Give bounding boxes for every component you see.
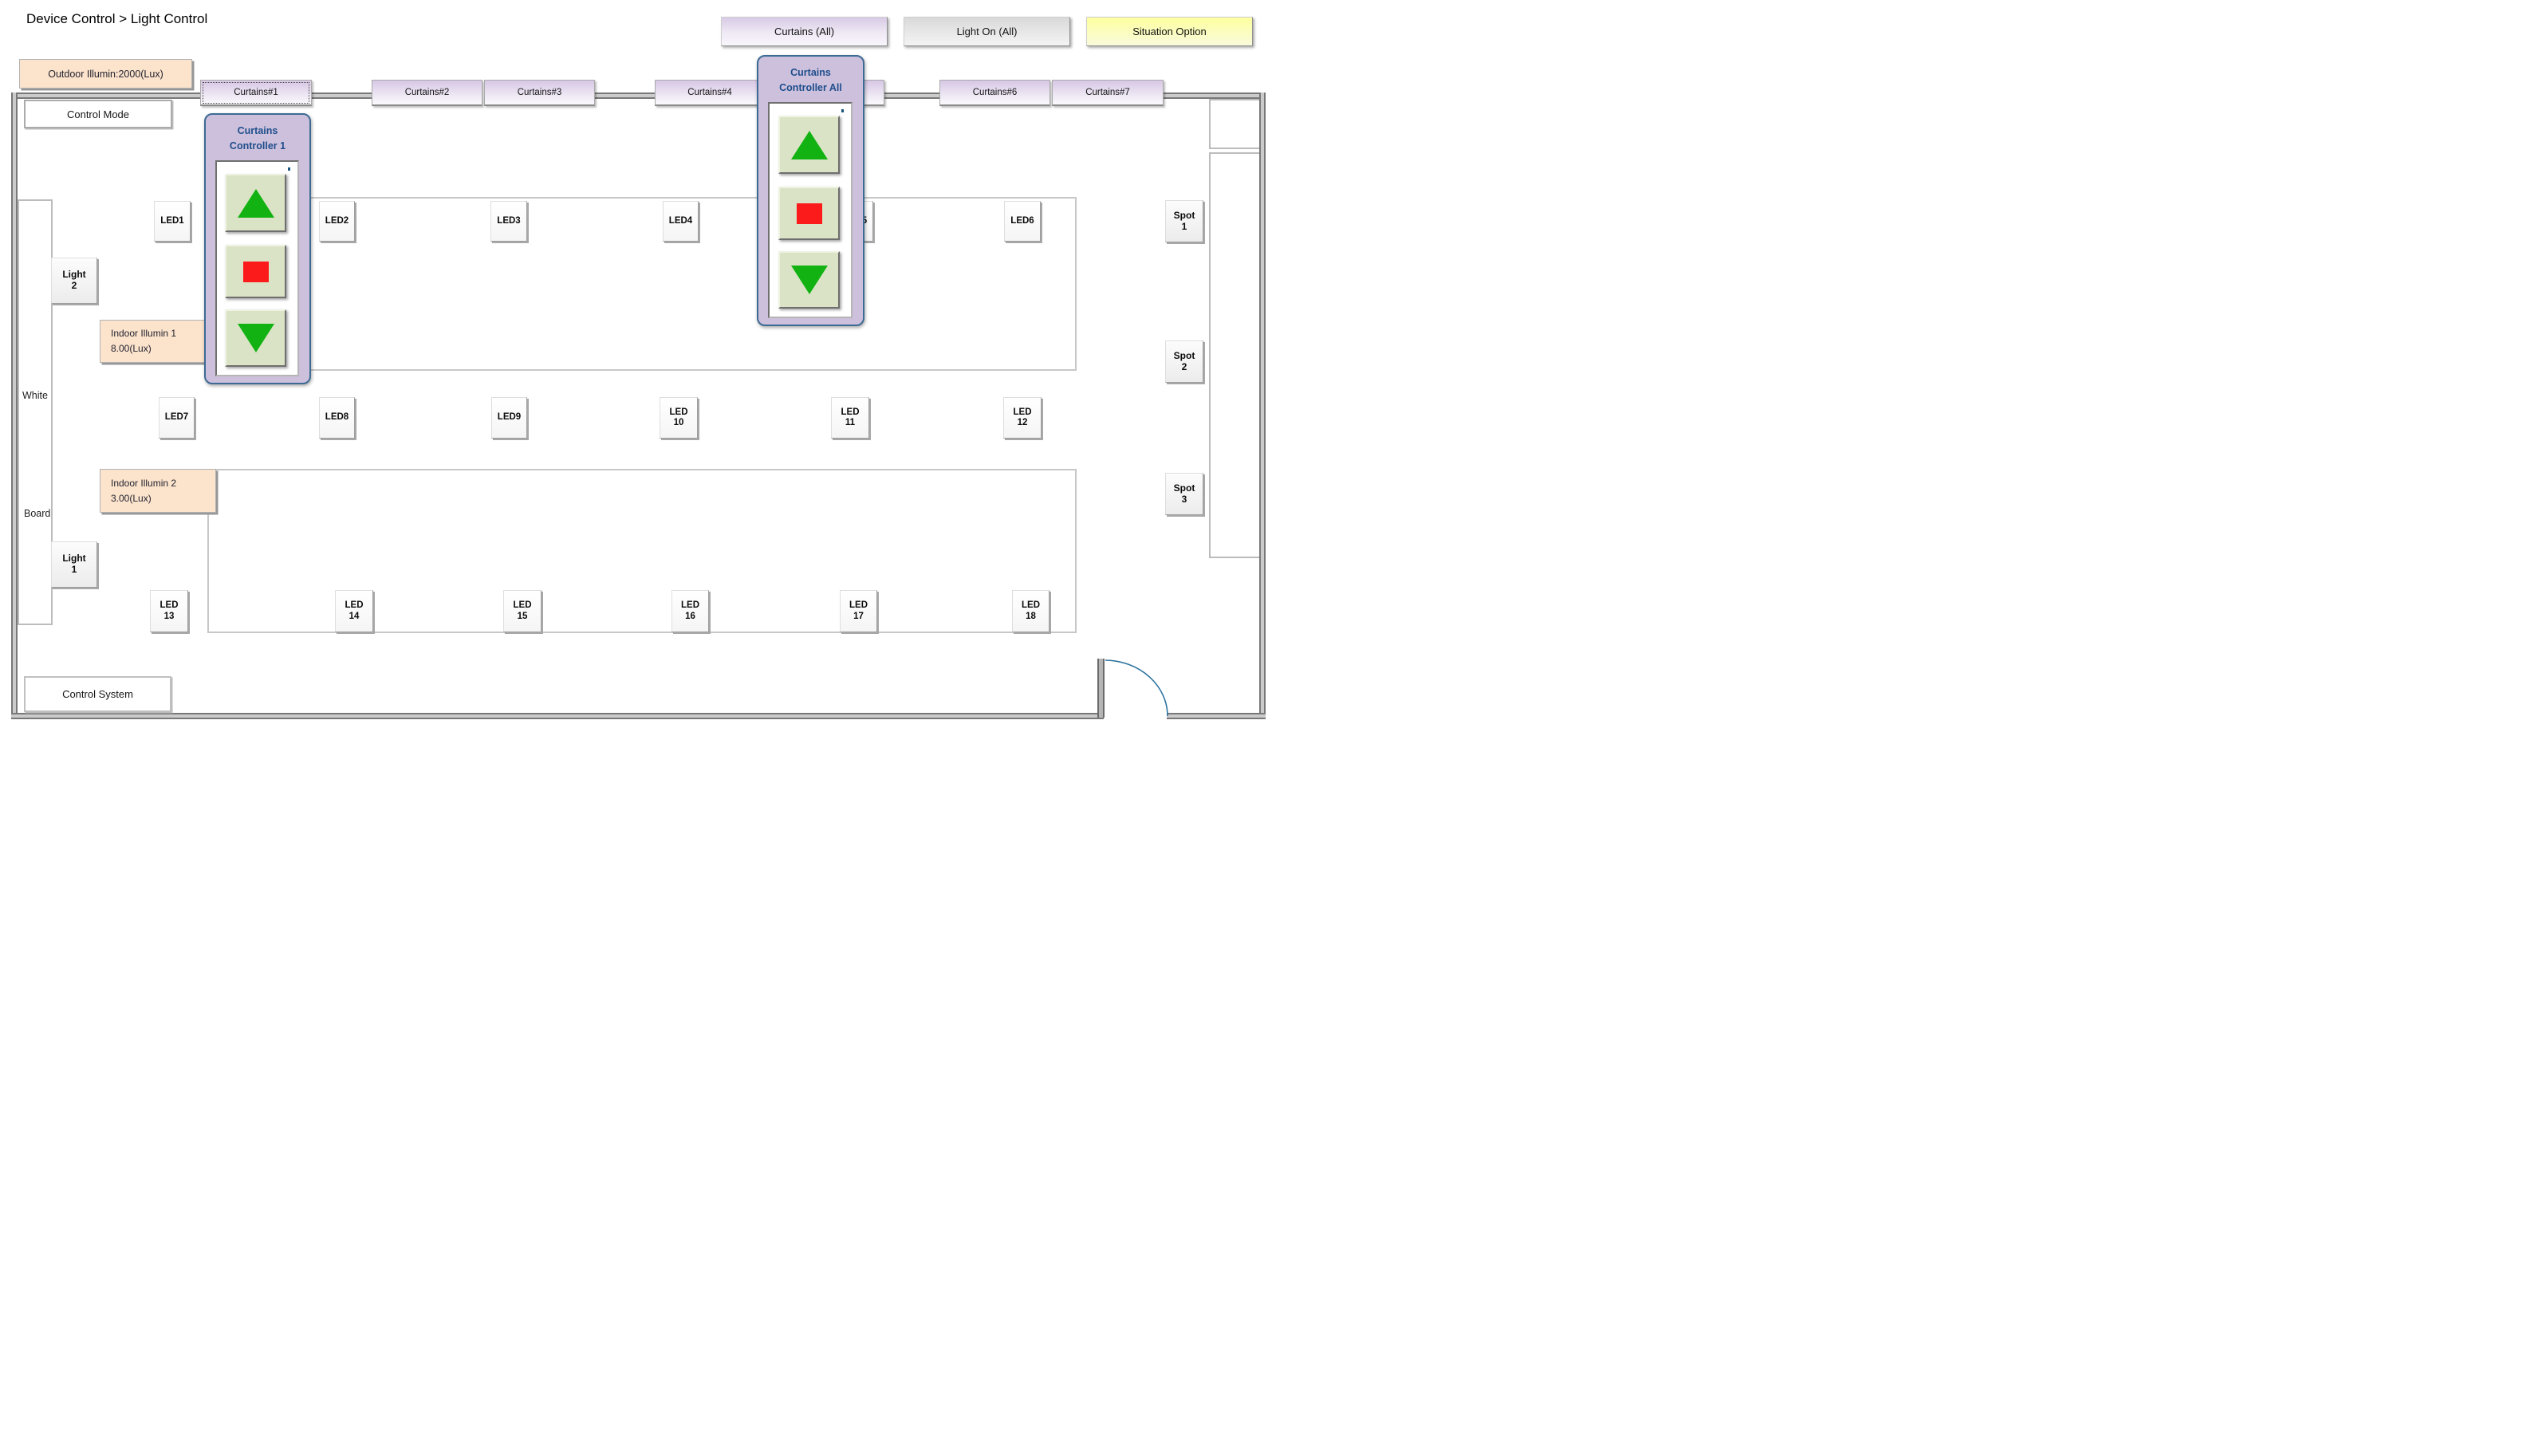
wall-top-3 bbox=[595, 92, 655, 99]
indoor-illumin-1-readout: Indoor Illumin 1 8.00(Lux) bbox=[100, 320, 216, 363]
light-1-button[interactable]: Light 1 bbox=[51, 541, 97, 588]
curtains-controller-all-body bbox=[768, 102, 853, 318]
stop-icon bbox=[242, 261, 269, 282]
curtains-all-button[interactable]: Curtains (All) bbox=[721, 17, 888, 46]
led-4-button[interactable]: LED4 bbox=[663, 201, 699, 242]
led-9-button[interactable]: LED9 bbox=[491, 397, 527, 439]
curtains-controller-1-panel: Curtains Controller 1 bbox=[204, 113, 311, 384]
situation-option-button[interactable]: Situation Option bbox=[1086, 17, 1253, 46]
wall-bottom-left bbox=[11, 713, 1104, 719]
spot-2-button[interactable]: Spot 2 bbox=[1165, 340, 1203, 383]
led-18-button[interactable]: LED 18 bbox=[1012, 590, 1049, 632]
tab-curtains-4[interactable]: Curtains#4 bbox=[655, 80, 765, 106]
wall-top-5 bbox=[1164, 92, 1266, 99]
whiteboard-label-white: White bbox=[22, 390, 48, 401]
curtains-controller-1-body bbox=[215, 160, 299, 376]
tab-curtains-3[interactable]: Curtains#3 bbox=[484, 80, 595, 106]
tab-curtains-1[interactable]: Curtains#1 bbox=[200, 80, 312, 106]
led-13-button[interactable]: LED 13 bbox=[150, 590, 188, 632]
control-mode-button[interactable]: Control Mode bbox=[24, 100, 172, 128]
door-leaf bbox=[1097, 659, 1105, 718]
light-2-button[interactable]: Light 2 bbox=[51, 258, 97, 304]
curtains-all-open-button[interactable] bbox=[778, 116, 840, 174]
led-17-button[interactable]: LED 17 bbox=[840, 590, 877, 632]
page-title: Device Control > Light Control bbox=[26, 11, 208, 26]
light-control-screen: Device Control > Light Control Curtains … bbox=[0, 0, 1272, 728]
led-16-button[interactable]: LED 16 bbox=[671, 590, 709, 632]
led-1-button[interactable]: LED1 bbox=[154, 201, 191, 242]
led-8-button[interactable]: LED8 bbox=[319, 397, 355, 439]
curtains-1-open-button[interactable] bbox=[225, 174, 286, 232]
curtains-all-close-button[interactable] bbox=[778, 251, 840, 309]
curtains-1-close-button[interactable] bbox=[225, 309, 286, 367]
led-2-button[interactable]: LED2 bbox=[319, 201, 355, 242]
light-on-all-button[interactable]: Light On (All) bbox=[904, 17, 1070, 46]
indoor-illumin-2-readout: Indoor Illumin 2 3.00(Lux) bbox=[100, 469, 216, 513]
stop-icon bbox=[796, 203, 822, 224]
up-arrow-icon bbox=[237, 188, 274, 218]
wall-top-2 bbox=[312, 92, 372, 99]
curtains-1-stop-button[interactable] bbox=[225, 245, 286, 298]
led-6-button[interactable]: LED6 bbox=[1004, 201, 1041, 242]
down-arrow-icon bbox=[790, 266, 828, 294]
curtains-all-stop-button[interactable] bbox=[778, 187, 840, 240]
spot-1-button[interactable]: Spot 1 bbox=[1165, 200, 1203, 242]
wall-top-1 bbox=[11, 92, 200, 99]
tab-curtains-7[interactable]: Curtains#7 bbox=[1052, 80, 1164, 106]
wall-top-4 bbox=[884, 92, 939, 99]
up-arrow-icon bbox=[790, 130, 828, 159]
wall-left bbox=[11, 92, 18, 719]
door-swing-arc bbox=[1105, 659, 1168, 717]
wall-bottom-right bbox=[1167, 713, 1266, 719]
table-bottom bbox=[207, 469, 1077, 633]
led-12-button[interactable]: LED 12 bbox=[1003, 397, 1042, 439]
control-system-button[interactable]: Control System bbox=[24, 676, 171, 712]
led-11-button[interactable]: LED 11 bbox=[831, 397, 869, 439]
curtains-controller-all-panel: Curtains Controller All bbox=[757, 55, 864, 326]
led-7-button[interactable]: LED7 bbox=[159, 397, 195, 439]
tab-curtains-6[interactable]: Curtains#6 bbox=[939, 80, 1050, 106]
down-arrow-icon bbox=[237, 324, 274, 352]
curtains-controller-all-title: Curtains Controller All bbox=[779, 67, 842, 93]
led-3-button[interactable]: LED3 bbox=[490, 201, 527, 242]
whiteboard-label-board: Board bbox=[24, 508, 51, 519]
curtains-controller-1-title: Curtains Controller 1 bbox=[229, 125, 286, 152]
outdoor-illumin-readout: Outdoor Illumin:2000(Lux) bbox=[19, 59, 192, 89]
led-10-button[interactable]: LED 10 bbox=[660, 397, 698, 439]
spot-3-button[interactable]: Spot 3 bbox=[1165, 473, 1203, 515]
right-cabinet-long bbox=[1209, 152, 1262, 558]
wall-right bbox=[1259, 92, 1266, 719]
led-15-button[interactable]: LED 15 bbox=[503, 590, 541, 632]
tab-curtains-2[interactable]: Curtains#2 bbox=[372, 80, 482, 106]
focus-tick bbox=[841, 109, 844, 112]
right-cabinet-top bbox=[1209, 99, 1262, 149]
led-14-button[interactable]: LED 14 bbox=[335, 590, 373, 632]
focus-tick bbox=[288, 167, 290, 171]
whiteboard bbox=[18, 199, 53, 625]
